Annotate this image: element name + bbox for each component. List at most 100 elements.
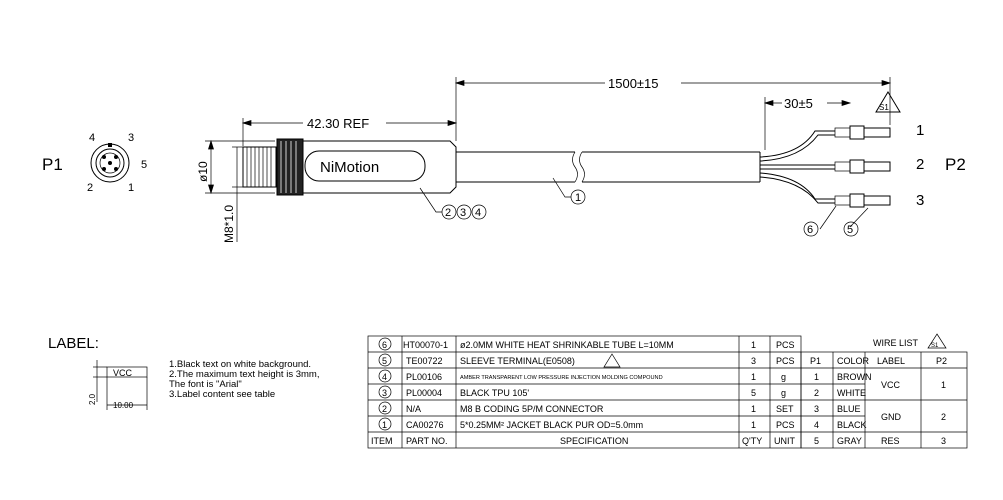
bom-row-item: 3 — [382, 388, 387, 398]
bom-row-item: 1 — [382, 420, 387, 430]
wire-color: BLACK — [837, 420, 867, 430]
revision-triangle-icon — [603, 353, 621, 368]
callout-balloons — [441, 189, 859, 237]
revision-mark: S1 — [879, 103, 889, 112]
wire-label: VCC — [881, 380, 901, 390]
wire-p1: 3 — [814, 404, 819, 414]
bom-row-spec: M8 B CODING 5P/M CONNECTOR — [460, 404, 604, 414]
bom-row-unit: PCS — [776, 420, 795, 430]
callout-3: 3 — [460, 207, 466, 219]
revision-triangle-icon — [927, 333, 947, 349]
callout-terminal: 6 — [807, 224, 813, 236]
bom-header-spec: SPECIFICATION — [560, 436, 628, 446]
bom-header-part: PART NO. — [406, 436, 448, 446]
bom-table-grid — [367, 335, 802, 449]
bom-row-part: HT00070-1 — [403, 340, 448, 350]
brand-logo-text: NiMotion — [320, 159, 379, 176]
p2-label: P2 — [945, 155, 966, 174]
wire-p2: 2 — [941, 412, 946, 422]
wire-color: WHITE — [837, 388, 866, 398]
dim-total-length: 1500±15 — [608, 76, 659, 91]
callout-cable: 1 — [575, 192, 581, 204]
bom-row-spec: BLACK TPU 105' — [460, 388, 529, 398]
wire-list-grid — [800, 351, 968, 449]
wire-end-3: 3 — [916, 192, 924, 209]
wire-p1: 4 — [814, 420, 819, 430]
label-note-1: 1.Black text on white background. — [169, 359, 311, 370]
wire-color: BROWN — [837, 372, 872, 382]
bom-row-unit: PCS — [776, 356, 795, 366]
callout-sleeve: 5 — [847, 224, 853, 236]
bom-header-item: ITEM — [371, 436, 393, 446]
bom-row-unit: g — [781, 388, 786, 398]
pin-4-label: 4 — [89, 132, 95, 144]
dim-thread: M8*1.0 — [222, 205, 236, 243]
connector-body — [242, 138, 457, 196]
callout-4: 4 — [475, 207, 481, 219]
callout-leaders — [419, 177, 869, 230]
label-title: LABEL: — [48, 335, 99, 352]
revision-triangle-icon — [875, 91, 901, 113]
label-note-4: 3.Label content see table — [169, 389, 275, 400]
wire-p2: 1 — [941, 380, 946, 390]
bom-row-part: N/A — [406, 404, 421, 414]
bom-row-item: 2 — [382, 404, 387, 414]
bom-row-part: PL00004 — [406, 388, 442, 398]
label-dim-width: 10.00 — [113, 401, 134, 410]
pin-3-label: 3 — [128, 132, 134, 144]
dimension-lines — [205, 77, 892, 242]
wire-list-revision: S1 — [931, 343, 939, 349]
label-note-2: 2.The maximum text height is 3mm, — [169, 369, 319, 380]
wire-list-header-color: COLOR — [837, 356, 870, 366]
wire-color: GRAY — [837, 436, 862, 446]
callout-2: 2 — [445, 207, 451, 219]
bom-row-unit: SET — [776, 404, 794, 414]
cable — [456, 151, 761, 183]
p1-face-view — [90, 143, 130, 183]
bom-row-qty: 3 — [751, 356, 756, 366]
wire-p1: 5 — [814, 436, 819, 446]
wire-end-1: 1 — [916, 122, 924, 139]
bom-item-balloons — [378, 337, 392, 431]
bom-row-part: TE00722 — [406, 356, 443, 366]
bom-row-item: 6 — [382, 340, 387, 350]
bom-row-qty: 1 — [751, 420, 756, 430]
bom-row-unit: PCS — [776, 340, 795, 350]
wires — [759, 130, 835, 204]
wire-p2: 3 — [941, 436, 946, 446]
label-dim-height: 2.0 — [88, 393, 97, 405]
pin-1-label: 1 — [128, 182, 134, 194]
bom-row-item: 4 — [382, 372, 387, 382]
pin-2-label: 2 — [87, 182, 93, 194]
dim-diameter: ø10 — [196, 161, 210, 182]
bom-row-qty: 1 — [751, 340, 756, 350]
bom-row-qty: 5 — [751, 388, 756, 398]
wire-list-header-label: LABEL — [877, 356, 905, 366]
bom-row-item: 5 — [382, 356, 387, 366]
wire-p1: 2 — [814, 388, 819, 398]
bom-header-qty: Q'TY — [742, 436, 762, 446]
wire-p1: 1 — [814, 372, 819, 382]
wire-color: BLUE — [837, 404, 861, 414]
bom-row-spec: SLEEVE TERMINAL(E0508) — [460, 356, 575, 366]
wire-terminals — [834, 125, 891, 208]
bom-header-unit: UNIT — [774, 436, 795, 446]
label-note-3: The font is "Arial" — [169, 379, 242, 390]
dim-head-length: 42.30 REF — [307, 116, 369, 131]
bom-row-spec: AMBER TRANSPARENT LOW PRESSURE INJECTION… — [460, 375, 663, 381]
label-example-box — [93, 360, 148, 410]
bom-row-unit: g — [781, 372, 786, 382]
bom-row-spec: ø2.0MM WHITE HEAT SHRINKABLE TUBE L=10MM — [460, 340, 674, 350]
wire-list-title: WIRE LIST — [873, 338, 919, 348]
bom-row-part: PL00106 — [406, 372, 442, 382]
wire-list-header-p2: P2 — [936, 356, 947, 366]
bom-row-qty: 1 — [751, 372, 756, 382]
wire-label: GND — [881, 412, 902, 422]
label-example-text: VCC — [113, 368, 133, 378]
wire-label: RES — [881, 436, 900, 446]
bom-row-part: CA00276 — [406, 420, 444, 430]
wire-end-2: 2 — [916, 156, 924, 173]
bom-row-spec: 5*0.25MM² JACKET BLACK PUR OD=5.0mm — [460, 420, 643, 430]
